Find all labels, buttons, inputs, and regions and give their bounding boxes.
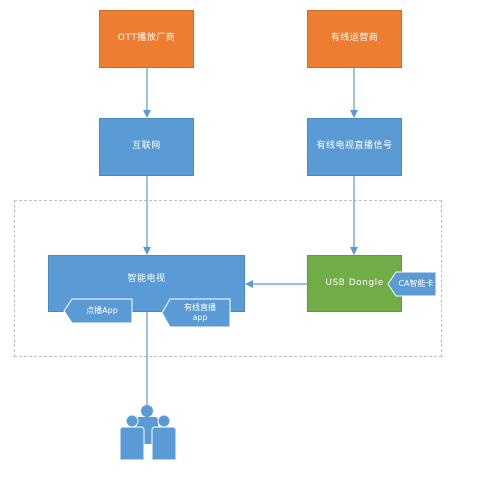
cable-operator-label: 有线运营商 bbox=[330, 33, 379, 44]
live-app-label-line2: app bbox=[192, 313, 208, 322]
device-boundary bbox=[14, 200, 442, 357]
ca-card-label: CA智能卡 bbox=[398, 279, 434, 288]
usb-dongle-label: USB Dongle bbox=[325, 277, 384, 288]
ca-card-shape bbox=[387, 271, 437, 297]
main-unit-label: 智能电视 bbox=[127, 274, 166, 284]
usb-dongle-node: USB Dongle bbox=[307, 255, 402, 312]
ott-vendor-node: OTT播放厂商 bbox=[99, 10, 194, 68]
cable-signal-label: 有线电视直播信号 bbox=[316, 141, 393, 152]
cable-operator-node: 有线运营商 bbox=[307, 10, 402, 68]
internet-node: 互联网 bbox=[99, 118, 194, 176]
users-group-icon bbox=[119, 405, 177, 461]
live-app-label: 有线直播 app bbox=[170, 299, 230, 327]
ott-vendor-label: OTT播放厂商 bbox=[117, 33, 176, 44]
internet-label: 互联网 bbox=[132, 141, 161, 152]
live-app-shape bbox=[161, 298, 231, 328]
vod-app-label: 点播App bbox=[86, 306, 118, 315]
live-app-label-line1: 有线直播 bbox=[184, 303, 216, 312]
cable-signal-node: 有线电视直播信号 bbox=[307, 118, 402, 176]
vod-app-shape bbox=[63, 298, 133, 324]
